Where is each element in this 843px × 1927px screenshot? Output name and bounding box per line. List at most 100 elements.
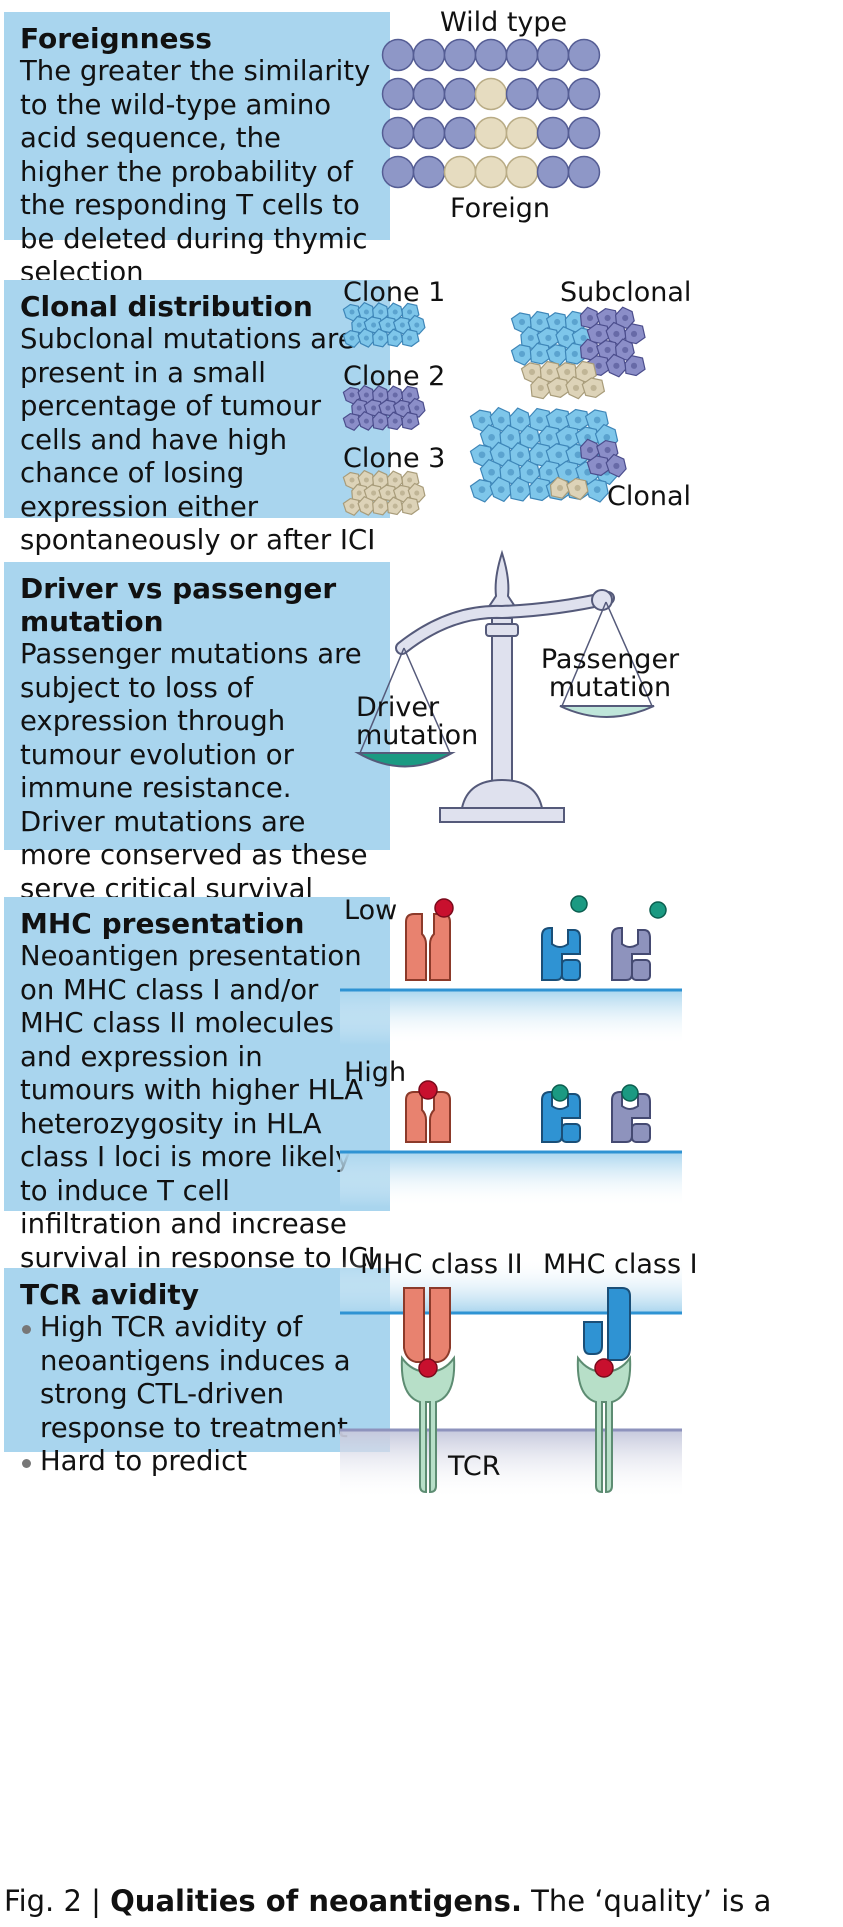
high-label: High [344,1057,407,1088]
driver-mutation-label: Driver mutation [356,692,479,751]
clonal-cell [528,442,553,467]
subclonal-cell [586,323,611,345]
subclonal-cell [581,377,606,399]
panel-title: TCR avidity [20,1278,199,1311]
clonal-cell [586,455,611,477]
wild-type-residue-bead [536,38,570,72]
wild-type-residue-bead [474,38,508,72]
panel-foreignness: Foreignness The greater the similarity t… [4,12,390,288]
subclonal-cell [624,355,646,377]
wild-type-residue-bead [381,116,415,150]
foreign-residue-bead [443,155,477,189]
caption-prefix: Fig. 2 | [4,1884,111,1918]
bullet-list: High TCR avidity of neoantigens induces … [20,1311,376,1479]
panel-clonal-distribution: Clonal distribution Subclonal mutations … [4,280,390,556]
wild-type-residue-bead [536,77,570,111]
low-label: Low [344,895,398,926]
clone-2-cell [357,410,375,431]
clonal-cell [509,442,532,467]
wild-type-residue-bead [412,38,446,72]
subclonal-cell [530,376,551,400]
wild-type-residue-bead [567,38,601,72]
clone-1-cell [342,329,361,349]
wild-type-residue-bead [567,116,601,150]
panel-title: Clonal distribution [20,290,313,323]
clone-2-cell [386,411,404,431]
clone-3-cell [357,495,375,516]
bullet-item: Hard to predict [20,1445,376,1479]
subclonal-cell [565,375,587,400]
clone-3-cell [372,496,390,516]
wild-type-residue-bead [505,77,539,111]
mhc-class-ii-icon [405,913,451,981]
clonal-cell [509,407,532,433]
subclonal-cell [520,326,541,350]
mhc-class-ii-label: MHC class II [360,1249,523,1280]
tcr-label: TCR [448,1451,501,1482]
clonal-cell [489,441,513,468]
clone-3-cell [363,484,384,502]
wild-type-residue-bead [412,77,446,111]
tcr-mhc-interaction-diagram [340,1258,682,1500]
clonal-cell [528,477,553,502]
clone-3-cell [342,471,361,490]
clone-3-label: Clone 3 [343,443,446,474]
mhc-class-i-label: MHC class I [543,1249,698,1280]
wild-type-residue-bead [381,38,415,72]
bullet-item: High TCR avidity of neoantigens induces … [20,1311,376,1445]
caption-text: The ‘quality’ is a [521,1884,772,1918]
clonal-cell [605,453,627,478]
clone-1-label: Clone 1 [343,277,446,308]
subclonal-cell [605,321,627,346]
clone-2-cell [342,412,361,432]
clone-3-cell [386,496,404,516]
clone-1-cell [401,328,420,347]
subclonal-cell [529,342,552,365]
clone-1-cell [386,328,404,348]
wild-type-residue-bead [412,116,446,150]
subclonal-cell [539,360,562,383]
clone-1-cell [407,314,426,335]
wild-type-residue-bead [536,155,570,189]
clonal-cell [549,476,570,499]
subclonal-cell [510,344,533,366]
clone-1-cell [372,328,390,348]
panel-mhc-presentation: MHC presentation Neoantigen presentation… [4,897,390,1274]
amino-acid-sequence-rows [381,38,601,189]
panel-body: Subclonal mutations are present in a sma… [20,323,376,556]
subclonal-cell [546,377,570,398]
wild-type-residue-bead [567,77,601,111]
foreign-residue-bead [505,155,539,189]
mhc-class-i-grey-icon [611,927,651,981]
wild-type-residue-bead [412,155,446,189]
subclonal-cell [529,310,552,333]
panel-body: The greater the similarity to the wild-t… [20,55,371,288]
mhc-membrane-diagram [340,895,682,1207]
clone-2-cell [407,397,426,418]
clone-2-cell [372,385,390,405]
wild-type-residue-bead [443,77,477,111]
panel-title: MHC presentation [20,907,305,940]
clonal-cell [566,477,589,501]
clone-1-cell [357,327,375,348]
wild-type-label: Wild type [440,7,568,38]
foreign-residue-bead [505,116,539,150]
clone-3-cell [401,496,420,515]
wild-type-residue-bead [381,77,415,111]
wild-type-residue-bead [505,38,539,72]
panel-tcr-avidity: TCR avidity High TCR avidity of neoantig… [4,1268,390,1477]
clonal-cell [469,479,494,503]
clone-2-cell [342,386,361,405]
panel-body: Neoantigen presentation on MHC class I a… [20,940,376,1274]
mhc-class-i-icon [541,927,581,981]
panel-body: Passenger mutations are subject to loss … [20,638,368,938]
foreign-residue-bead [474,155,508,189]
figure-caption: Fig. 2 | Qualities of neoantigens. The ‘… [4,1884,771,1918]
clone-3-cell [342,497,361,517]
clonal-cell [489,476,513,503]
wild-type-residue-bead [567,155,601,189]
foreign-residue-bead [474,116,508,150]
wild-type-residue-bead [536,116,570,150]
balance-scale-icon [354,549,655,823]
panel-driver-passenger: Driver vs passenger mutation Passenger m… [4,562,390,938]
